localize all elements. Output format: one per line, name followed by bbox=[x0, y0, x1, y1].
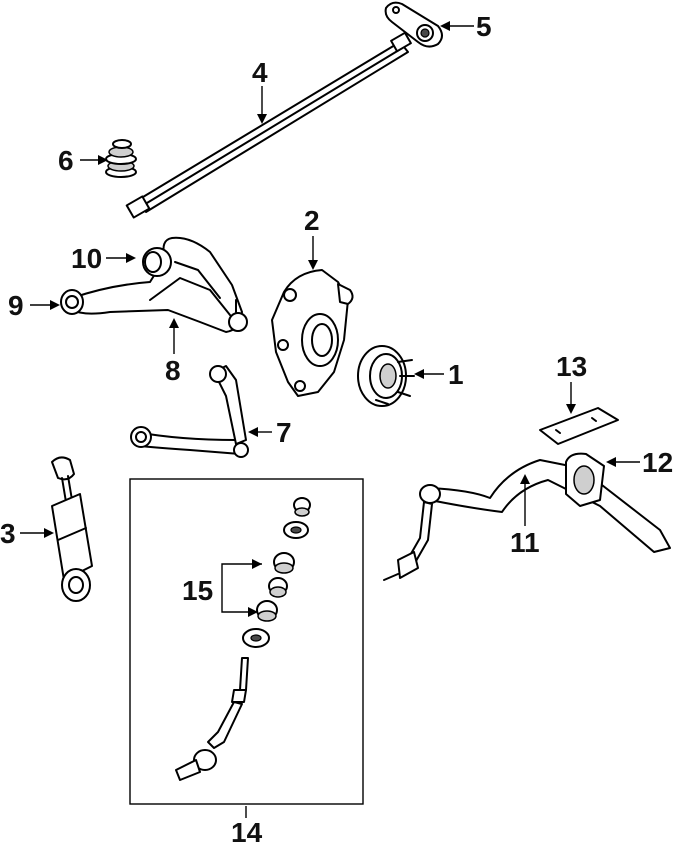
callout-11: 11 bbox=[510, 527, 540, 558]
callout-14: 14 bbox=[231, 817, 263, 848]
callout-15: 15 bbox=[182, 575, 213, 606]
callout-labels: 1 2 3 4 5 6 7 8 9 10 11 12 13 14 15 bbox=[0, 11, 673, 848]
part-3-shock-absorber bbox=[51, 456, 93, 602]
callout-1: 1 bbox=[448, 359, 464, 390]
callout-5: 5 bbox=[476, 11, 492, 42]
part-1-hub-bearing bbox=[357, 345, 415, 407]
part-12-bushing bbox=[565, 452, 605, 507]
leader-lines bbox=[20, 21, 640, 818]
part-15-bushing-stack bbox=[242, 497, 311, 648]
part-5-bracket bbox=[384, 1, 443, 48]
part-11-stabilizer-bar bbox=[383, 459, 671, 581]
part-10-bushing bbox=[142, 247, 172, 277]
callout-2: 2 bbox=[304, 205, 320, 236]
callout-9: 9 bbox=[8, 290, 24, 321]
part-4-track-bar bbox=[125, 31, 412, 219]
part-13-plate bbox=[539, 407, 619, 445]
callout-4: 4 bbox=[252, 57, 268, 88]
part-14-group-box bbox=[129, 478, 364, 805]
callout-7: 7 bbox=[276, 417, 292, 448]
callout-6: 6 bbox=[58, 145, 74, 176]
part-14-stabilizer-link bbox=[175, 657, 249, 781]
callout-12: 12 bbox=[642, 447, 673, 478]
callout-10: 10 bbox=[71, 243, 102, 274]
part-6-bump-stop bbox=[105, 139, 137, 178]
callout-3: 3 bbox=[0, 518, 16, 549]
part-2-knuckle bbox=[271, 269, 354, 397]
callout-8: 8 bbox=[165, 355, 181, 386]
part-8-lower-control-arm bbox=[60, 236, 248, 333]
part-7-upper-control-arm bbox=[130, 365, 249, 458]
callout-13: 13 bbox=[556, 351, 587, 382]
